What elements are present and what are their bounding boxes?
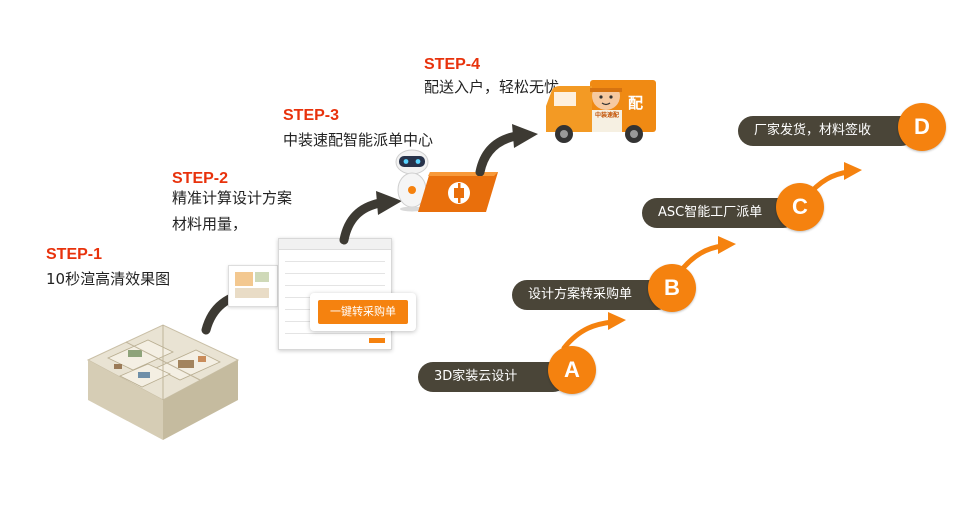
step-1-text: 10秒渲高清效果图 bbox=[46, 270, 171, 288]
step-2-text-2: 材料用量， bbox=[172, 215, 248, 233]
flow-step-b-pill: 设计方案转采购单 bbox=[512, 280, 672, 310]
truck-badge: 中装速配 bbox=[595, 112, 620, 119]
floorplan-thumbnail bbox=[228, 265, 278, 307]
truck-sign: 配 bbox=[628, 94, 644, 112]
convert-order-card: 一键转采购单 bbox=[310, 293, 416, 331]
flow-arrow-3 bbox=[475, 124, 538, 176]
robot-icon bbox=[395, 149, 429, 212]
step-4-label: STEP-4 bbox=[424, 56, 481, 73]
step-1-label: STEP-1 bbox=[46, 246, 103, 263]
3d-floorplan-illustration bbox=[86, 324, 240, 440]
convert-order-button[interactable]: 一键转采购单 bbox=[318, 300, 408, 324]
flow-step-a-circle: A bbox=[548, 346, 596, 394]
step-4-text: 配送入户，轻松无忧 bbox=[424, 78, 560, 96]
flow-step-d-circle: D bbox=[898, 103, 946, 151]
flow-step-c-text: ASC智能工厂派单 bbox=[658, 205, 763, 220]
flow-step-a-pill: 3D家装云设计 bbox=[418, 362, 568, 392]
flow-step-c-pill: ASC智能工厂派单 bbox=[642, 198, 798, 228]
flow-step-d-text: 厂家发货，材料签收 bbox=[754, 123, 872, 138]
delivery-truck-illustration bbox=[546, 80, 656, 143]
step-2-text-1: 精准计算设计方案 bbox=[172, 189, 293, 207]
flow-arrow-a-b bbox=[561, 312, 626, 351]
flow-step-b-text: 设计方案转采购单 bbox=[528, 287, 633, 302]
step-3-label: STEP-3 bbox=[283, 107, 340, 124]
flow-step-a-text: 3D家装云设计 bbox=[434, 369, 518, 384]
flow-step-c-circle: C bbox=[776, 183, 824, 231]
step-3-text: 中装速配智能派单中心 bbox=[283, 131, 434, 149]
dispatch-center-pad bbox=[418, 172, 498, 212]
step-2-label: STEP-2 bbox=[172, 170, 229, 187]
flow-step-d-pill: 厂家发货，材料签收 bbox=[738, 116, 916, 146]
flow-step-b-circle: B bbox=[648, 264, 696, 312]
flow-arrow-2 bbox=[339, 191, 402, 245]
